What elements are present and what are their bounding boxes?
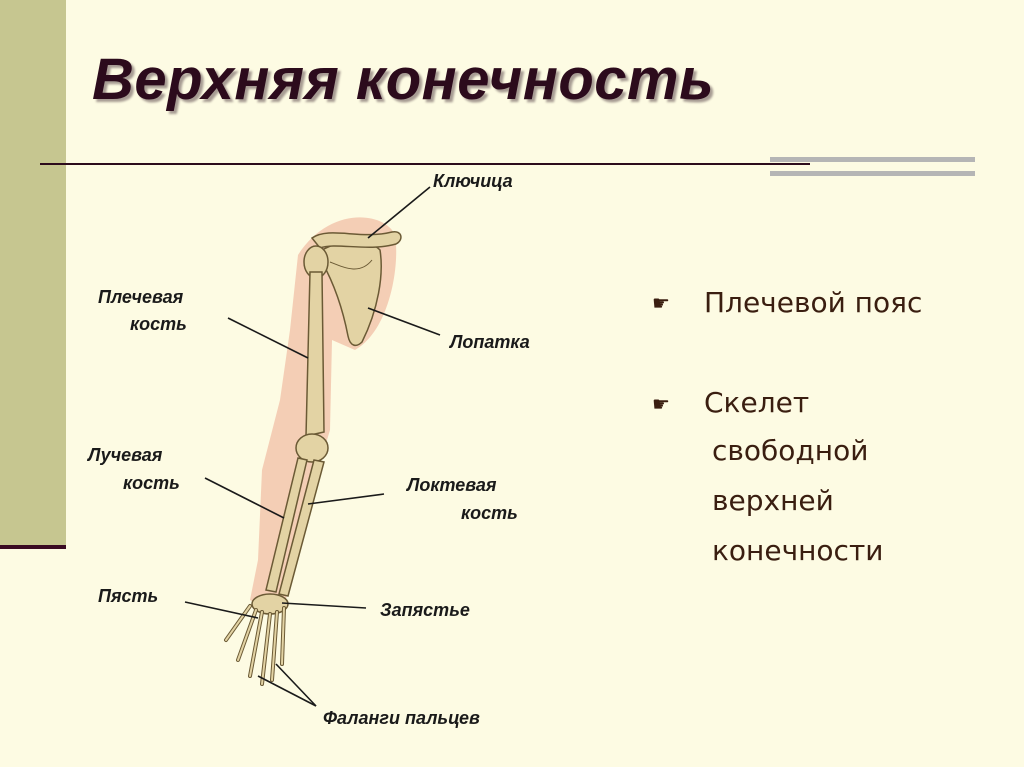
radius-bone (265, 457, 308, 593)
hand-pointer-icon: ☛ (652, 291, 670, 315)
title-decor-bar-top (770, 157, 975, 162)
leader-wrist (281, 602, 367, 609)
label-ulna-line1: Локтевая (405, 475, 497, 495)
label-clavicle: Ключица (433, 171, 513, 191)
bullet-item-shoulder-girdle: Плечевой пояс (704, 286, 923, 319)
elbow-joint (295, 433, 329, 463)
label-wrist: Запястье (380, 600, 470, 620)
label-scapula: Лопатка (448, 332, 530, 352)
bullet-item-free-limb-line4: конечности (712, 534, 884, 567)
clavicle-bone (310, 231, 402, 249)
label-phalanges: Фаланги пальцев (323, 708, 480, 728)
label-metacarpus: Пясть (98, 586, 158, 606)
label-humerus-line1: Плечевая (98, 287, 184, 307)
left-band-rule (0, 545, 66, 549)
leader-metacarpus (184, 601, 259, 619)
label-humerus-line2: кость (130, 314, 187, 334)
humerus-bone (305, 271, 325, 437)
ulna-bone (278, 459, 325, 597)
left-decor-band (0, 0, 66, 548)
leader-phalanges-2 (275, 663, 317, 707)
leader-humerus (227, 317, 309, 359)
leader-radius (204, 477, 285, 519)
bullet-item-free-limb-line2: свободной (712, 434, 869, 467)
leader-clavicle (367, 186, 431, 239)
label-radius-line1: Лучевая (86, 445, 163, 465)
slide-title: Верхняя конечность (92, 47, 715, 112)
leader-scapula (367, 307, 441, 336)
title-underline (40, 163, 810, 165)
bullet-item-free-limb-line3: верхней (712, 484, 834, 517)
leader-ulna (307, 493, 385, 505)
hand-pointer-icon: ☛ (652, 392, 670, 416)
bullet-item-free-limb: Скелет (704, 386, 810, 419)
title-decor-bar-bottom (770, 171, 975, 176)
label-radius-line2: кость (123, 473, 180, 493)
leader-phalanges-1 (257, 675, 317, 707)
label-ulna-line2: кость (461, 503, 518, 523)
